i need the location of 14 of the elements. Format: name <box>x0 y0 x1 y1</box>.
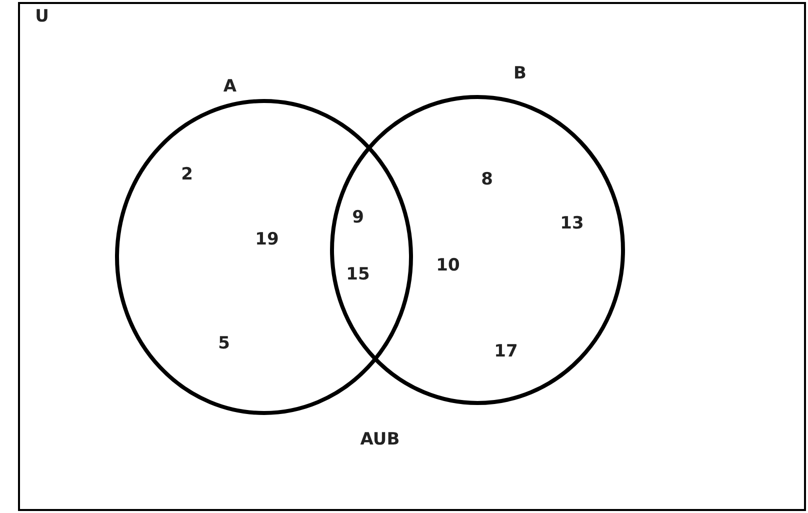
universal-set-frame <box>18 2 806 511</box>
element-number: 15 <box>346 266 370 284</box>
element-number: 8 <box>481 172 493 188</box>
set-label: B <box>514 66 526 82</box>
element-number: 5 <box>218 336 230 352</box>
element-number: 9 <box>352 210 364 226</box>
element-number: 17 <box>494 344 518 360</box>
element-number: 13 <box>560 216 584 232</box>
element-number: 2 <box>181 166 193 184</box>
union-label: AUB <box>360 432 400 448</box>
element-number: 10 <box>436 258 460 274</box>
universal-set-label: U <box>35 8 49 26</box>
set-label: A <box>223 78 237 96</box>
element-number: 19 <box>255 232 279 248</box>
